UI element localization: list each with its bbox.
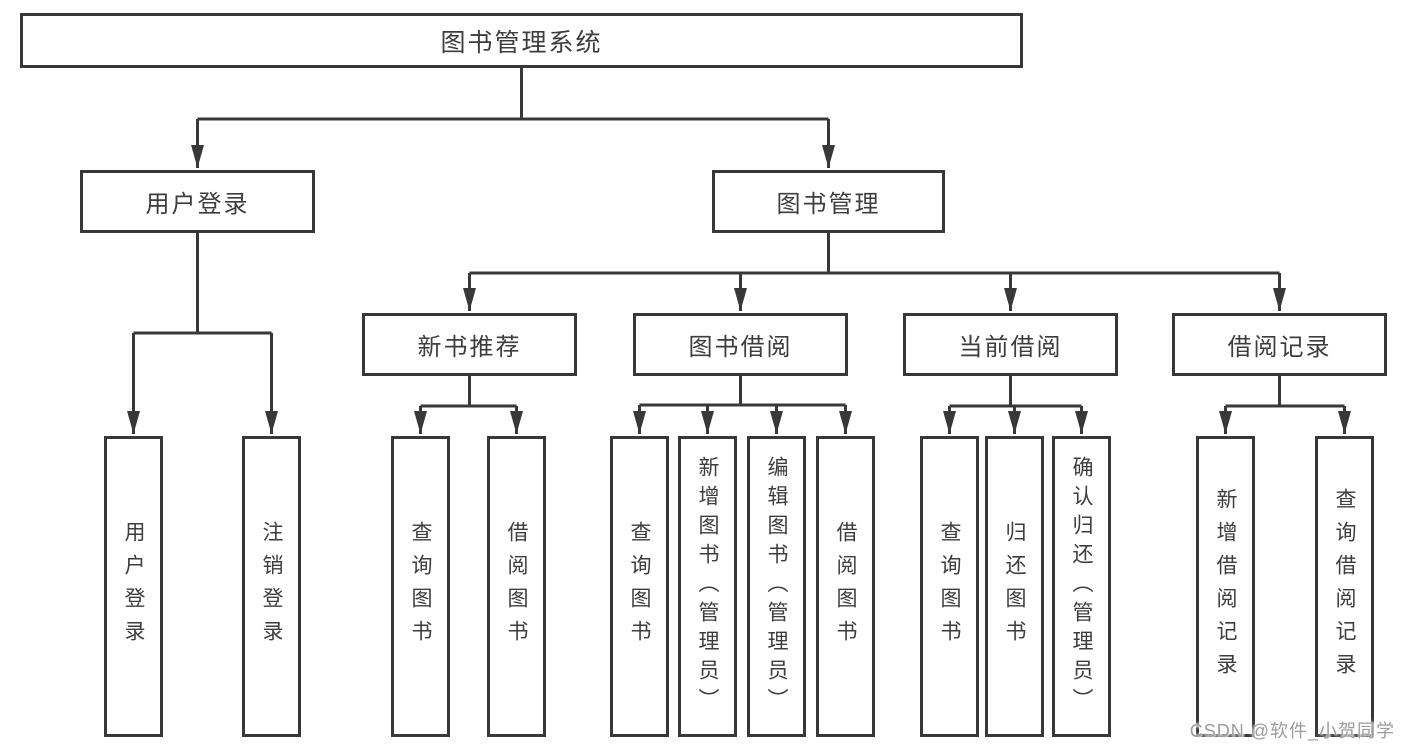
leaf-add-books-admin: 新增图书（管理员） xyxy=(678,436,737,737)
leaf-confirm-return-admin: 确认归还（管理员） xyxy=(1052,436,1111,737)
leaf-query-borrow-record: 查询借阅记录 xyxy=(1315,436,1374,737)
connector-login-split xyxy=(133,233,272,335)
leaf-user-login: 用户登录 xyxy=(104,436,163,737)
node-book-borrowing: 图书借阅 xyxy=(633,313,848,376)
leaf-return-books: 归还图书 xyxy=(985,436,1044,737)
node-new-book-recommend: 新书推荐 xyxy=(362,313,577,376)
leaf-borrow-books-2: 借阅图书 xyxy=(816,436,875,737)
leaf-edit-books-admin: 编辑图书（管理员） xyxy=(747,436,806,737)
connector-current-split xyxy=(949,376,1082,408)
csdn-watermark: CSDN @软件_小贺同学 xyxy=(1189,721,1395,741)
connector-records-split xyxy=(1225,376,1345,408)
leaf-add-borrow-record: 新增借阅记录 xyxy=(1196,436,1255,737)
node-borrowing-records: 借阅记录 xyxy=(1172,313,1387,376)
node-user-login: 用户登录 xyxy=(80,170,315,233)
connector-borrow-split xyxy=(639,376,846,407)
leaf-query-books-2: 查询图书 xyxy=(610,436,669,737)
leaf-logout: 注销登录 xyxy=(242,436,301,737)
node-root-system: 图书管理系统 xyxy=(20,13,1023,68)
connector-newbooks-split xyxy=(420,376,517,408)
leaf-query-books-1: 查询图书 xyxy=(391,436,450,737)
node-book-management: 图书管理 xyxy=(712,170,945,233)
connector-root-split xyxy=(197,68,829,121)
leaf-query-books-3: 查询图书 xyxy=(920,436,979,737)
node-current-borrowing: 当前借阅 xyxy=(903,313,1118,376)
connector-mgmt-split xyxy=(469,233,1280,275)
leaf-borrow-books-1: 借阅图书 xyxy=(487,436,546,737)
